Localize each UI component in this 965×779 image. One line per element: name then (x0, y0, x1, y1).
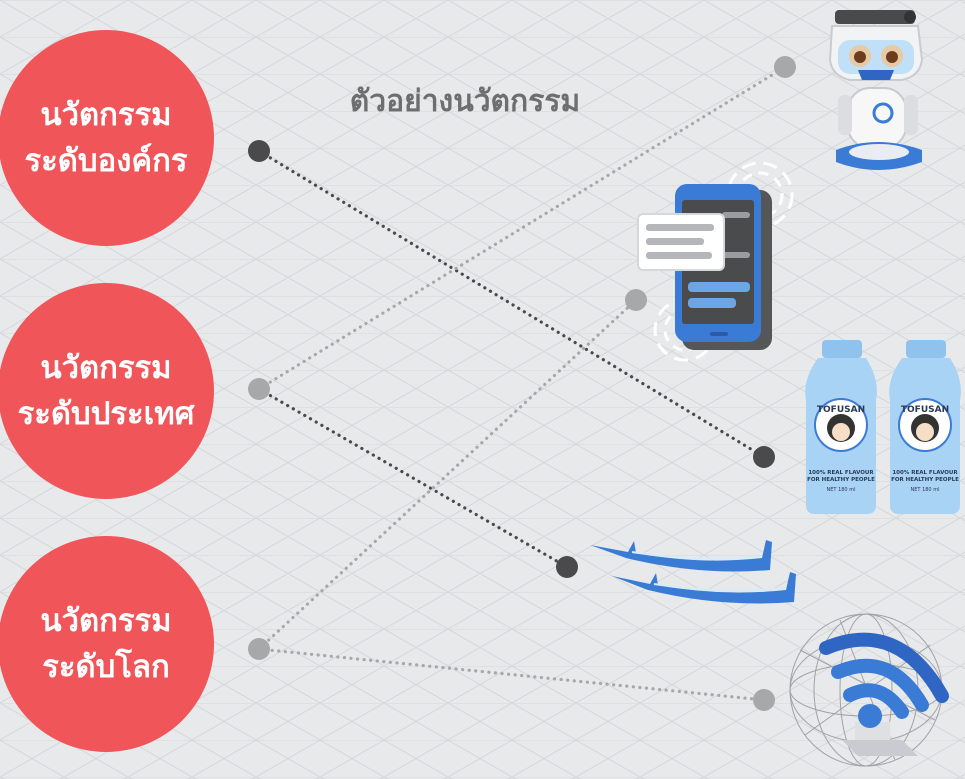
level-label-line2: ระดับโลก (42, 649, 170, 685)
bottle-tagline1: 100% REAL FLAVOUR (892, 470, 958, 476)
node-org (248, 140, 270, 162)
node-country (248, 378, 270, 400)
connector-country-to-robot (257, 65, 787, 391)
bottle-net: NET 180 ml (827, 487, 856, 493)
bottle-tagline2: FOR HEALTHY PEOPLE (807, 477, 875, 483)
connector-org-to-bottle (257, 149, 766, 459)
diagram-title: ตัวอย่างนวัตกรรม (349, 84, 581, 119)
level-label-line1: นวัตกรรม (40, 350, 172, 386)
level-circle-world: นวัตกรรม ระดับโลก (0, 536, 214, 752)
bottle-net: NET 180 ml (911, 487, 940, 493)
bottle-tagline2: FOR HEALTHY PEOPLE (891, 477, 959, 483)
bottle-tagline1: 100% REAL FLAVOUR (808, 470, 874, 476)
level-circle-organization: นวัตกรรม ระดับองค์กร (0, 30, 214, 246)
bottle-brand: TOFUSAN (817, 405, 865, 415)
node-wifi (753, 689, 775, 711)
node-phone (625, 289, 647, 311)
level-label-line1: นวัตกรรม (40, 603, 172, 639)
connector-country-to-floss (257, 387, 569, 569)
connector-world-to-wifi (257, 647, 766, 702)
node-world (248, 638, 270, 660)
level-label-line2: ระดับองค์กร (24, 143, 188, 179)
connector-world-to-phone (257, 298, 638, 651)
level-label-line1: นวัตกรรม (40, 97, 172, 133)
node-floss (556, 556, 578, 578)
node-bottle (753, 446, 775, 468)
bottle-brand: TOFUSAN (901, 405, 949, 415)
level-label-line2: ระดับประเทศ (17, 396, 195, 432)
level-circle-country: นวัตกรรม ระดับประเทศ (0, 283, 214, 499)
node-robot (774, 56, 796, 78)
